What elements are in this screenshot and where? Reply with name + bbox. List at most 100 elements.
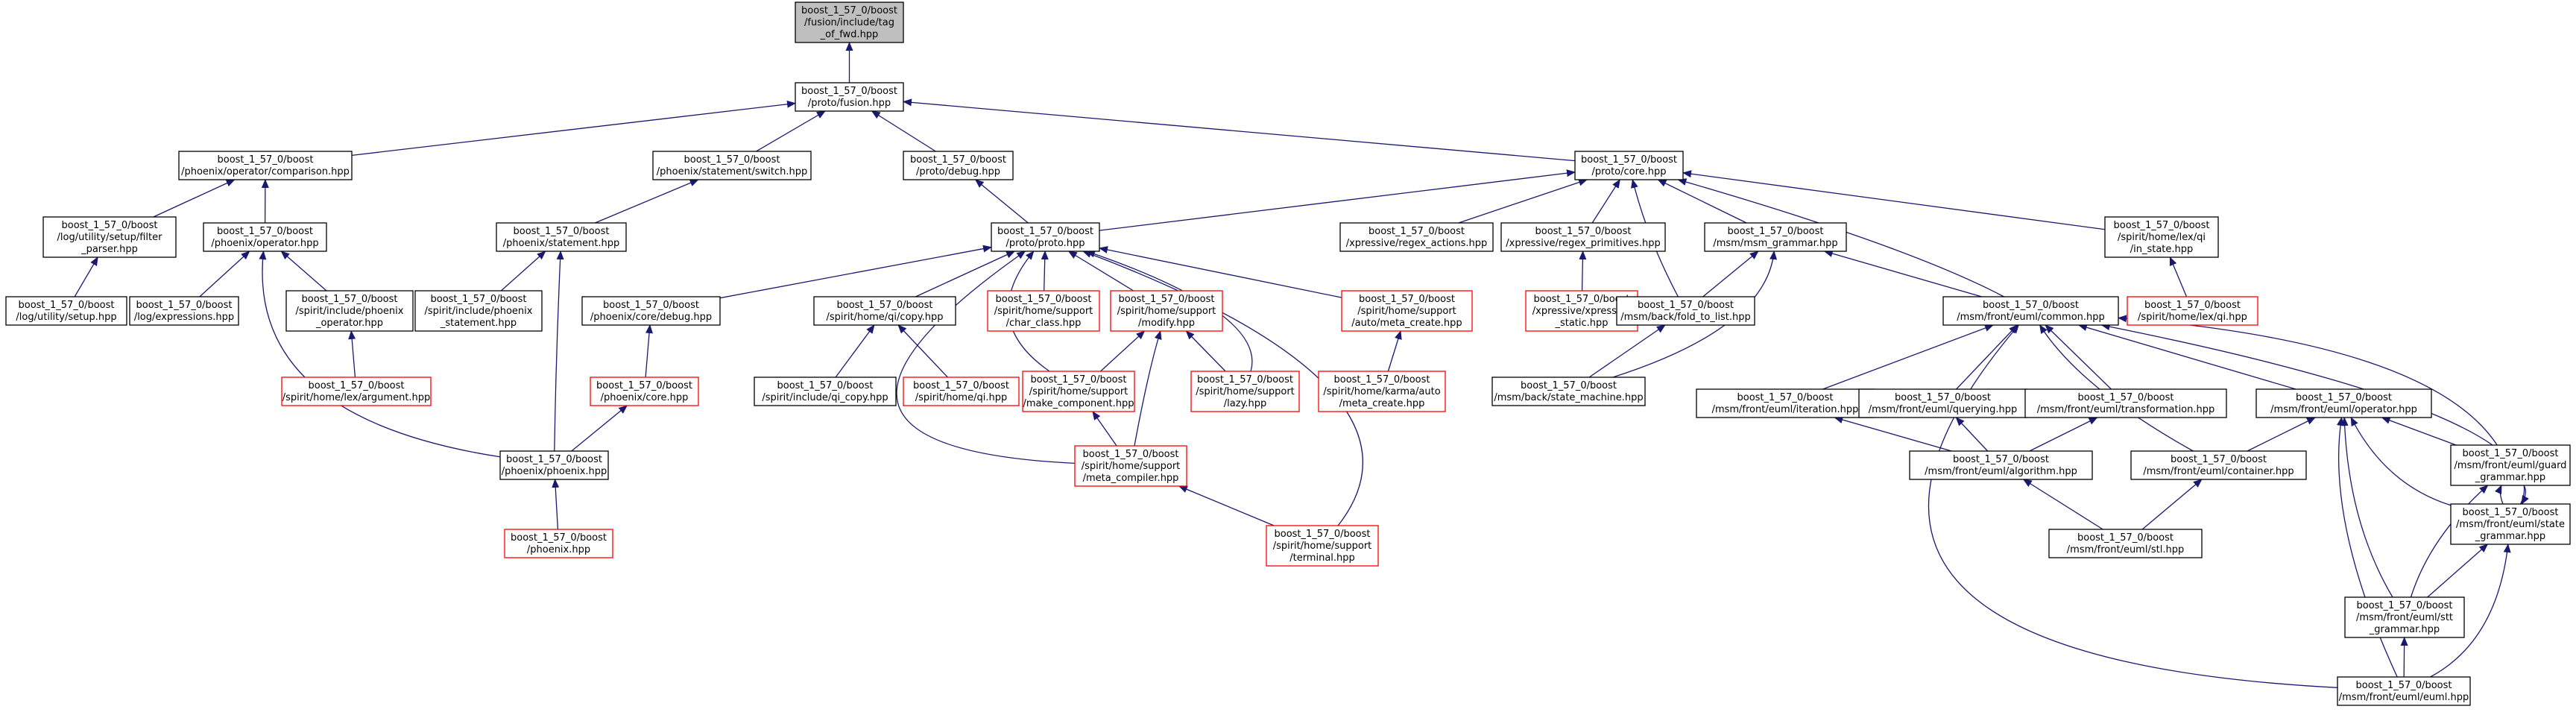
include-edge bbox=[199, 251, 250, 297]
file-node[interactable]: boost_1_57_0/boost/proto/fusion.hpp bbox=[795, 82, 904, 112]
file-node[interactable]: boost_1_57_0/boost/msm/front/euml/iterat… bbox=[1696, 388, 1875, 418]
file-node[interactable]: boost_1_57_0/boost/msm/front/euml/common… bbox=[1942, 296, 2119, 326]
include-edge bbox=[280, 251, 327, 292]
file-node[interactable]: boost_1_57_0/boost/proto/debug.hpp bbox=[903, 151, 1014, 180]
include-edge bbox=[1588, 324, 1666, 378]
include-edge bbox=[871, 110, 936, 152]
file-node[interactable]: boost_1_57_0/boost/phoenix.hpp bbox=[504, 529, 613, 558]
file-node[interactable]: boost_1_57_0/boost/spirit/home/support/m… bbox=[1110, 290, 1223, 332]
file-node-label: /phoenix/operator/comparison.hpp bbox=[181, 166, 350, 177]
file-node-label: boost_1_57_0/boost bbox=[910, 154, 1006, 166]
file-node[interactable]: boost_1_57_0/boost/phoenix/core.hpp bbox=[590, 377, 699, 406]
file-node-box bbox=[1339, 222, 1494, 252]
include-edge bbox=[1823, 250, 1982, 297]
file-node[interactable]: boost_1_57_0/boost/msm/front/euml/algori… bbox=[1909, 450, 2093, 480]
file-node[interactable]: boost_1_57_0/boost/msm/msm_grammar.hpp bbox=[1704, 222, 1847, 252]
include-edge bbox=[2521, 485, 2529, 505]
include-edge bbox=[2169, 256, 2188, 297]
file-node[interactable]: boost_1_57_0/boost/xpressive/regex_actio… bbox=[1339, 222, 1494, 252]
file-node-box bbox=[1942, 296, 2119, 326]
file-node[interactable]: boost_1_57_0/boost/phoenix/phoenix.hpp bbox=[499, 450, 609, 480]
file-node-label: boost_1_57_0/boost bbox=[1535, 226, 1631, 237]
file-node[interactable]: boost_1_57_0/boost/msm/front/euml/operat… bbox=[2255, 388, 2432, 418]
include-edge bbox=[2427, 544, 2489, 598]
file-node[interactable]: boost_1_57_0/boost/spirit/home/qi.hpp bbox=[903, 377, 1020, 406]
file-node[interactable]: boost_1_57_0/boost/phoenix/statement/swi… bbox=[652, 151, 812, 180]
file-node-label: /auto/meta_create.hpp bbox=[1351, 318, 1462, 329]
file-node[interactable]: boost_1_57_0/boost/log/utility/setup/fil… bbox=[42, 216, 177, 258]
file-node-label: _statement.hpp bbox=[440, 318, 517, 329]
file-node-label: /msm/back/fold_to_list.hpp bbox=[1620, 312, 1751, 323]
file-node[interactable]: boost_1_57_0/boost/log/utility/setup.hpp bbox=[5, 296, 127, 326]
file-node-box bbox=[1616, 296, 1755, 326]
file-node-label: boost_1_57_0/boost bbox=[217, 226, 313, 237]
file-node[interactable]: boost_1_57_0/boost/spirit/home/lex/qi/in… bbox=[2104, 216, 2219, 258]
file-node[interactable]: boost_1_57_0/boost/xpressive/regex_primi… bbox=[1500, 222, 1666, 252]
file-node-label: /phoenix/core.hpp bbox=[601, 392, 689, 403]
file-node-label: boost_1_57_0/boost bbox=[2113, 220, 2209, 231]
file-node-label: /msm/front/euml/euml.hpp bbox=[2339, 692, 2469, 703]
file-node-label: boost_1_57_0/boost bbox=[1274, 529, 1370, 540]
file-node[interactable]: boost_1_57_0/boost/spirit/home/support/m… bbox=[1022, 371, 1135, 412]
file-node: boost_1_57_0/boost/fusion/include/tag_of… bbox=[795, 1, 904, 43]
file-node-label: /make_component.hpp bbox=[1023, 398, 1134, 409]
file-node-label: boost_1_57_0/boost bbox=[801, 5, 897, 16]
file-node[interactable]: boost_1_57_0/boost/msm/front/euml/guard_… bbox=[2450, 444, 2571, 486]
file-node[interactable]: boost_1_57_0/boost/msm/front/euml/state_… bbox=[2450, 503, 2571, 545]
file-node[interactable]: boost_1_57_0/boost/msm/front/euml/stt_gr… bbox=[2344, 596, 2465, 638]
file-node[interactable]: boost_1_57_0/boost/spirit/home/support/l… bbox=[1190, 371, 1300, 412]
file-node-label: /log/expressions.hpp bbox=[134, 312, 234, 323]
file-node-box bbox=[2344, 596, 2465, 638]
file-node-label: /spirit/include/phoenix bbox=[425, 306, 533, 317]
file-node[interactable]: boost_1_57_0/boost/msm/front/euml/contai… bbox=[2130, 450, 2307, 480]
include-edge bbox=[1834, 416, 1952, 452]
file-node[interactable]: boost_1_57_0/boost/spirit/home/support/c… bbox=[987, 290, 1100, 332]
file-node[interactable]: boost_1_57_0/boost/phoenix/core/debug.hp… bbox=[581, 296, 721, 326]
include-edge bbox=[1092, 411, 1117, 447]
file-node[interactable]: boost_1_57_0/boost/phoenix/statement.hpp bbox=[496, 222, 627, 252]
file-node-label: /phoenix/statement.hpp bbox=[503, 238, 620, 249]
include-edge bbox=[74, 256, 98, 297]
file-node[interactable]: boost_1_57_0/boost/msm/front/euml/transf… bbox=[2024, 388, 2227, 418]
file-node-box bbox=[1110, 290, 1223, 332]
file-node[interactable]: boost_1_57_0/boost/spirit/home/support/a… bbox=[1341, 290, 1473, 332]
file-node[interactable]: boost_1_57_0/boost/phoenix/operator.hpp bbox=[203, 222, 327, 252]
file-node-label: boost_1_57_0/boost bbox=[1581, 154, 1677, 166]
file-node-label: boost_1_57_0/boost bbox=[1368, 226, 1465, 237]
file-node-box bbox=[129, 296, 239, 326]
include-edge bbox=[903, 98, 1576, 162]
file-node-label: /msm/front/euml/guard bbox=[2455, 460, 2567, 471]
file-node-label: /spirit/home/qi.hpp bbox=[915, 392, 1007, 403]
file-node[interactable]: boost_1_57_0/boost/spirit/home/support/t… bbox=[1266, 525, 1379, 567]
file-node-label: boost_1_57_0/boost bbox=[1197, 374, 1293, 385]
include-edge bbox=[2350, 417, 2452, 506]
file-node[interactable]: boost_1_57_0/boost/msm/front/euml/queryi… bbox=[1858, 388, 2027, 418]
file-node[interactable]: boost_1_57_0/boost/spirit/include/qi_cop… bbox=[754, 377, 897, 406]
file-node[interactable]: boost_1_57_0/boost/spirit/include/phoeni… bbox=[285, 290, 414, 332]
file-node[interactable]: boost_1_57_0/boost/spirit/home/lex/qi.hp… bbox=[2127, 296, 2258, 326]
file-node-label: /xpressive/regex_primitives.hpp bbox=[1506, 238, 1660, 249]
file-node-box bbox=[754, 377, 897, 406]
file-node-label: /spirit/home/lex/qi.hpp bbox=[2138, 312, 2247, 323]
file-node[interactable]: boost_1_57_0/boost/msm/back/fold_to_list… bbox=[1616, 296, 1755, 326]
include-edge bbox=[2381, 417, 2457, 446]
file-node[interactable]: boost_1_57_0/boost/spirit/home/qi/copy.h… bbox=[813, 296, 956, 326]
file-node-label: /spirit/home/support bbox=[1273, 541, 1372, 552]
file-node[interactable]: boost_1_57_0/boost/spirit/home/lex/argum… bbox=[281, 377, 432, 406]
file-node-label: /log/utility/setup/filter bbox=[57, 232, 163, 243]
file-node-label: boost_1_57_0/boost bbox=[430, 294, 526, 305]
file-node-label: boost_1_57_0/boost bbox=[308, 380, 404, 391]
file-node[interactable]: boost_1_57_0/boost/spirit/home/support/m… bbox=[1074, 445, 1187, 487]
include-edge bbox=[1185, 330, 1226, 372]
file-node[interactable]: boost_1_57_0/boost/msm/front/euml/stl.hp… bbox=[2048, 529, 2203, 558]
file-node[interactable]: boost_1_57_0/boost/proto/proto.hpp bbox=[991, 222, 1100, 252]
file-node[interactable]: boost_1_57_0/boost/spirit/home/karma/aut… bbox=[1318, 371, 1446, 412]
file-node[interactable]: boost_1_57_0/boost/msm/back/state_machin… bbox=[1491, 377, 1646, 406]
file-node[interactable]: boost_1_57_0/boost/msm/front/euml/euml.h… bbox=[2337, 676, 2471, 706]
file-node[interactable]: boost_1_57_0/boost/proto/core.hpp bbox=[1574, 151, 1684, 180]
file-node[interactable]: boost_1_57_0/boost/phoenix/operator/comp… bbox=[178, 151, 353, 180]
file-node[interactable]: boost_1_57_0/boost/log/expressions.hpp bbox=[129, 296, 239, 326]
file-node[interactable]: boost_1_57_0/boost/spirit/include/phoeni… bbox=[414, 290, 543, 332]
file-node-label: boost_1_57_0/boost bbox=[836, 300, 932, 311]
file-nodes: boost_1_57_0/boost/fusion/include/tag_of… bbox=[5, 1, 2571, 706]
